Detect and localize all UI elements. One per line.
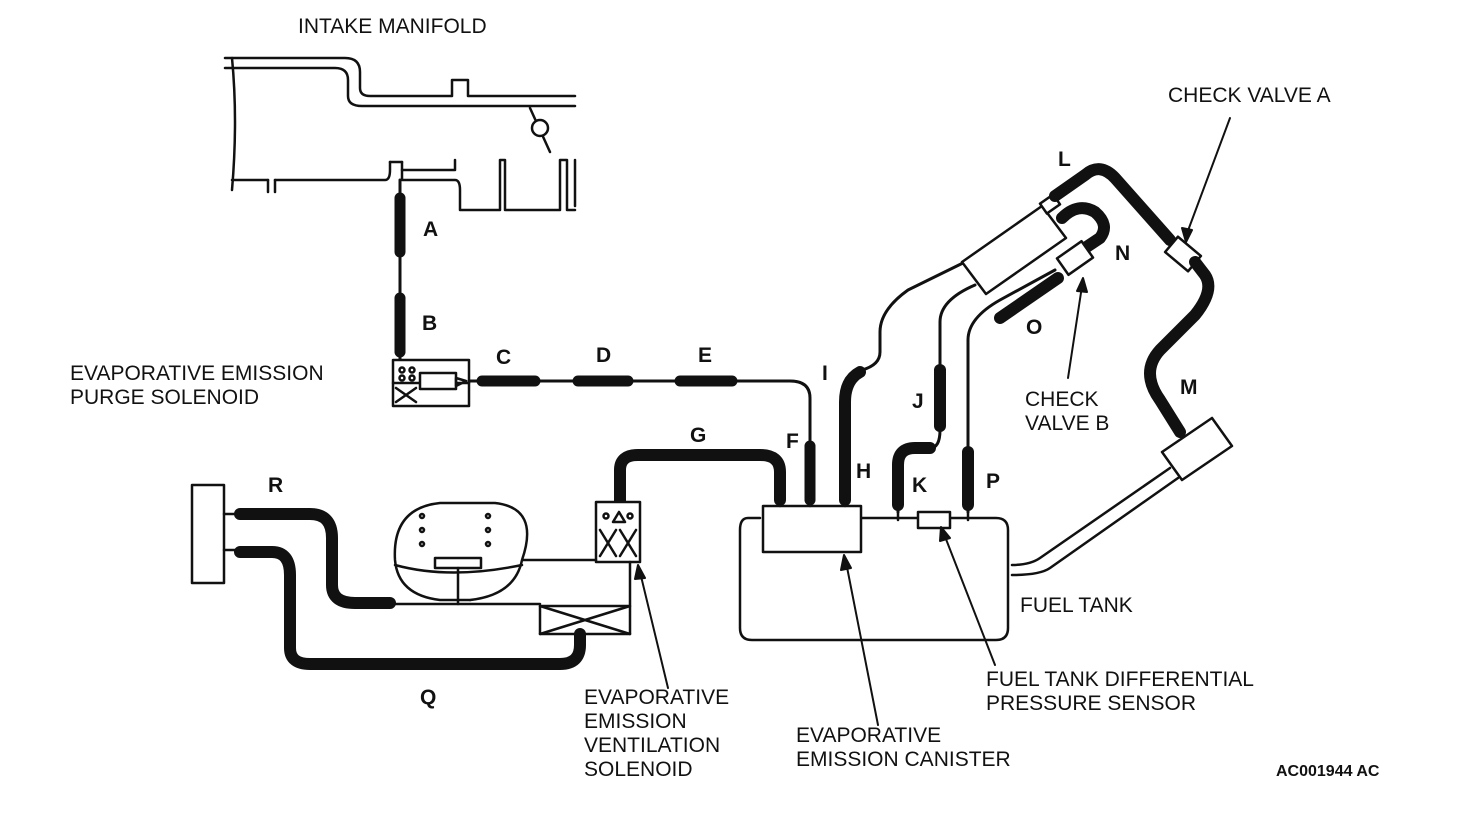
label-intake-manifold: INTAKE MANIFOLD: [298, 15, 487, 38]
ventilation-solenoid: [594, 500, 642, 564]
purge-solenoid: [391, 358, 471, 408]
figure-code: AC001944 AC: [1276, 763, 1380, 780]
hose-label-f: F: [786, 430, 799, 453]
hose-label-n: N: [1115, 242, 1131, 265]
fuel-tank: [738, 516, 1010, 642]
hose-label-a: A: [423, 218, 439, 241]
label-check-valve-b-line1: CHECK: [1025, 388, 1099, 411]
hose-jk: [892, 283, 977, 514]
hose-label-m: M: [1180, 376, 1198, 399]
label-vent-line3: VENTILATION: [584, 734, 721, 757]
label-fuel-tank: FUEL TANK: [1020, 594, 1133, 617]
hose-label-p: P: [986, 470, 1001, 493]
hose-label-r: R: [268, 474, 284, 497]
label-pressure-sensor: FUEL TANK DIFFERENTIAL PRESSURE SENSOR: [986, 668, 1254, 716]
hose-label-l: L: [1058, 148, 1071, 171]
label-purge-solenoid: EVAPORATIVE EMISSION PURGE SOLENOID: [70, 362, 324, 410]
label-purge-line1: EVAPORATIVE EMISSION: [70, 362, 324, 385]
filler-neck: [1010, 416, 1234, 577]
hose-label-h: H: [856, 460, 872, 483]
air-cleaner: [390, 501, 542, 606]
label-canister: EVAPORATIVE EMISSION CANISTER: [796, 724, 1011, 772]
label-check-valve-b: CHECK VALVE B: [1025, 388, 1109, 436]
label-vent-line1: EVAPORATIVE: [584, 686, 730, 709]
pressure-sensor: [896, 510, 970, 530]
throttle-valve: [528, 106, 552, 154]
hose-op: [962, 268, 1064, 514]
hose-label-q: Q: [420, 686, 437, 709]
hose-label-b: B: [422, 312, 438, 335]
hose-label-j: J: [912, 390, 924, 413]
hose-line-cdef: [467, 375, 816, 506]
check-valve-b: [1055, 239, 1095, 277]
label-ventilation-solenoid: EVAPORATIVE EMISSION VENTILATION SOLENOI…: [584, 686, 729, 782]
label-vent-line2: EMISSION: [584, 710, 687, 733]
hose-label-i: I: [822, 362, 828, 385]
intake-manifold: [223, 56, 577, 212]
label-check-valve-b-line2: VALVE B: [1025, 412, 1110, 435]
hose-hi: [839, 260, 967, 507]
hose-n: [1056, 202, 1110, 254]
hose-r: [234, 508, 396, 609]
evaporative-emission-canister: [761, 492, 863, 554]
hose-label-d: D: [596, 344, 612, 367]
label-canister-line2: EMISSION CANISTER: [796, 748, 1011, 771]
label-sensor-line2: PRESSURE SENSOR: [986, 692, 1197, 715]
hose-label-g: G: [690, 424, 707, 447]
hose-label-k: K: [912, 474, 928, 497]
label-vent-line4: SOLENOID: [584, 758, 693, 781]
label-check-valve-a: CHECK VALVE A: [1168, 84, 1331, 107]
label-canister-line1: EVAPORATIVE: [796, 724, 942, 747]
hose-g: [614, 449, 786, 508]
hose-label-o: O: [1026, 316, 1043, 339]
hose-label-e: E: [698, 344, 713, 367]
hose-label-c: C: [496, 346, 512, 369]
hose-l: [1049, 163, 1176, 246]
label-purge-line2: PURGE SOLENOID: [70, 386, 260, 409]
intake-box: [190, 483, 244, 585]
hose-q: [234, 546, 586, 670]
hose-m: [1144, 256, 1215, 438]
label-sensor-line1: FUEL TANK DIFFERENTIAL: [986, 668, 1254, 691]
leader-lines: [634, 117, 1231, 726]
